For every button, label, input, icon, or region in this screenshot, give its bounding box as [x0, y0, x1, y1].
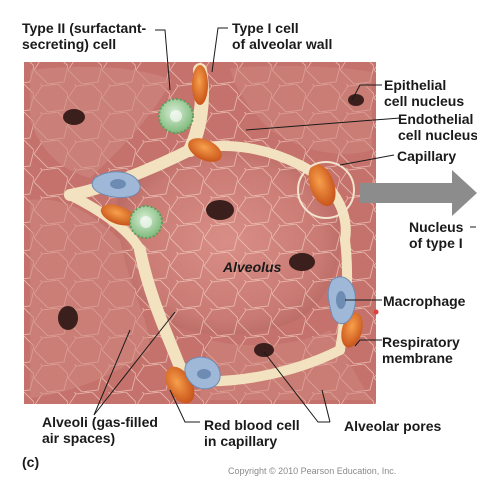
label-epithelial-line1: Epithelial	[384, 77, 447, 93]
label-nucleus-line2: of type I	[409, 235, 463, 251]
label-endothelial-nucleus: Endothelial cell nucleus	[398, 111, 477, 143]
label-epithelial-line2: cell nucleus	[384, 93, 465, 109]
label-respiratory-membrane: Respiratory membrane	[382, 334, 460, 366]
label-red-blood-cell: Red blood cell in capillary	[204, 417, 300, 449]
rbc	[308, 163, 336, 207]
leader-lines	[93, 27, 476, 423]
alveolar-pore	[206, 200, 234, 220]
label-rbc-line1: Red blood cell	[204, 417, 300, 433]
label-respiratory-line2: membrane	[382, 350, 453, 366]
label-type-ii-line2: secreting) cell	[22, 36, 117, 52]
label-epithelial-nucleus: Epithelial cell nucleus	[384, 77, 464, 109]
rbc	[192, 65, 208, 105]
figure-letter: (c)	[22, 454, 40, 470]
label-alveolar-pores: Alveolar pores	[344, 418, 441, 434]
label-rbc-line2: in capillary	[204, 433, 278, 449]
label-alveoli-line2: air spaces)	[42, 430, 116, 446]
label-nucleus-line1: Nucleus	[409, 219, 464, 235]
label-alveoli-line1: Alveoli (gas-filled	[42, 414, 158, 430]
label-alveoli: Alveoli (gas-filled air spaces)	[42, 414, 158, 446]
label-type-ii-cell: Type II (surfactant- secreting) cell	[22, 20, 146, 52]
label-type-ii-line1: Type II (surfactant-	[22, 20, 147, 36]
alveolar-pores	[58, 94, 364, 357]
label-respiratory-line1: Respiratory	[382, 334, 460, 350]
label-capillary-text: Capillary	[397, 148, 457, 164]
alveolar-pore	[254, 343, 274, 357]
type-ii-cells	[129, 98, 194, 239]
label-endothelial-line2: cell nucleus	[398, 127, 477, 143]
label-pores-text: Alveolar pores	[344, 418, 442, 434]
magnify-arrow	[360, 170, 477, 216]
alveolar-pore	[63, 109, 85, 125]
alveolar-pore	[348, 94, 364, 106]
macrophages	[91, 171, 356, 390]
label-macrophage: Macrophage	[383, 293, 465, 309]
label-type-i-line1: Type I cell	[232, 20, 299, 36]
label-macrophage-text: Macrophage	[383, 293, 466, 309]
label-capillary: Capillary	[397, 148, 456, 164]
copyright-credit: Copyright © 2010 Pearson Education, Inc.	[228, 466, 397, 476]
label-alveolus: Alveolus	[223, 259, 282, 275]
rbc	[188, 138, 222, 162]
label-type-i-cell: Type I cell of alveolar wall	[232, 20, 332, 52]
capillary-highlight	[297, 161, 355, 219]
label-type-i-line2: of alveolar wall	[232, 36, 333, 52]
rbc	[100, 204, 136, 226]
label-endothelial-line1: Endothelial	[398, 111, 474, 127]
alveolar-pore	[58, 306, 78, 330]
label-nucleus-type-i: Nucleus of type I	[409, 219, 463, 251]
alveolar-pore	[289, 253, 315, 271]
